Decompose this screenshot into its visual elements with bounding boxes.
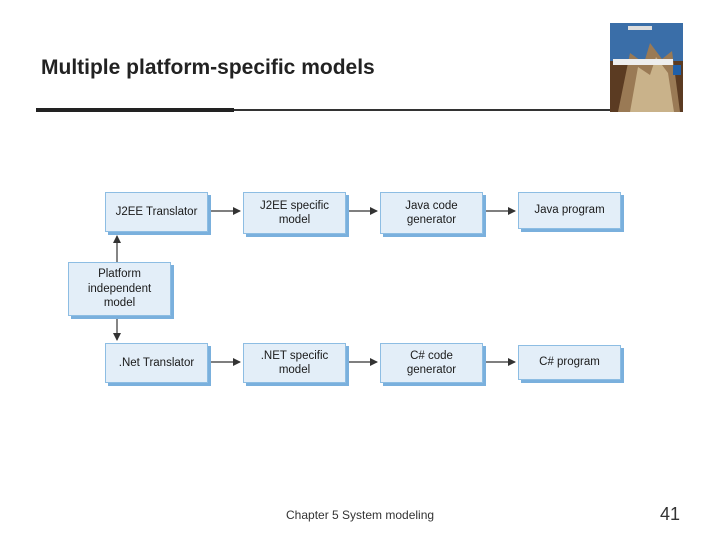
book-cover-image [610,23,683,112]
csharp-program-box: C# program [518,345,621,380]
slide-title: Multiple platform-specific models [41,56,375,79]
title-divider [36,108,618,112]
net-translator-box: .Net Translator [105,343,208,383]
csharp-code-generator-box: C# code generator [380,343,483,383]
java-program-box: Java program [518,192,621,229]
slide-footer: Chapter 5 System modeling [286,508,435,522]
platform-independent-model-box: Platform independent model [68,262,171,316]
j2ee-translator-box: J2EE Translator [105,192,208,232]
java-code-generator-box: Java code generator [380,192,483,234]
page-number: 41 [660,504,681,524]
net-specific-model-box: .NET specific model [243,343,346,383]
j2ee-specific-model-box: J2EE specific model [243,192,346,234]
